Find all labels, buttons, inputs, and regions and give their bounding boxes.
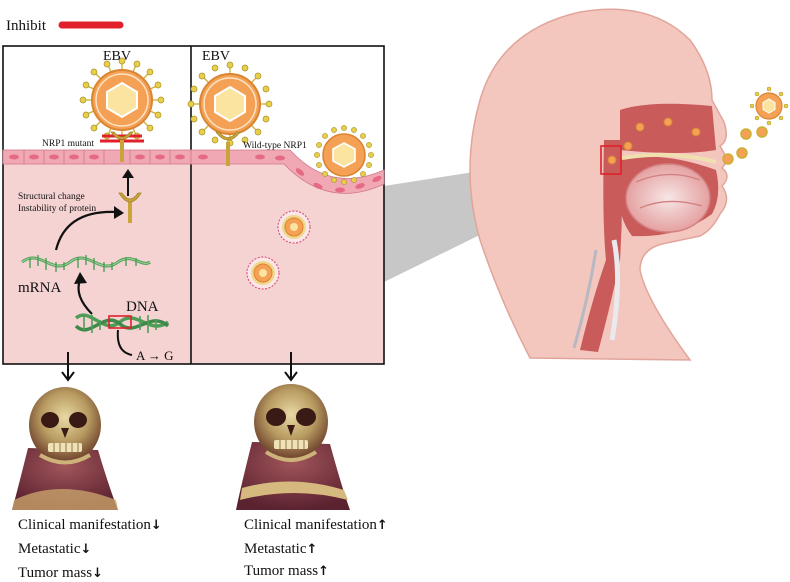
outcome-text: Metastatic bbox=[18, 541, 81, 557]
outcome-right-tumor: Tumor mass↑ bbox=[244, 563, 329, 580]
epithelium-left bbox=[2, 149, 192, 165]
mutation-site-box bbox=[108, 315, 132, 329]
arrow-up-icon: ↑ bbox=[376, 518, 388, 533]
dna-label: DNA bbox=[126, 299, 159, 315]
legend-inhibit-label: Inhibit bbox=[6, 18, 47, 34]
legend: Inhibit bbox=[6, 18, 124, 34]
ebv-virus-icon bbox=[314, 125, 374, 185]
instability-label: Instability of protein bbox=[18, 203, 96, 214]
arrow-down-icon: ↓ bbox=[92, 566, 103, 581]
ct-skull-icon bbox=[12, 387, 118, 510]
arrow-right-down bbox=[284, 352, 298, 382]
structural-change-label: Structural change bbox=[18, 192, 85, 202]
ebv-virus-icon bbox=[187, 61, 273, 147]
nasopharynx-box bbox=[600, 145, 622, 175]
receptor-mutant-label: NRP1 mutant bbox=[42, 139, 94, 149]
outcome-left-clinical: Clinical manifestation↓ bbox=[18, 517, 162, 534]
nrp1-receptor-icon bbox=[215, 131, 241, 166]
dna-helix-icon bbox=[74, 313, 170, 333]
mutant-receptor-cytoplasm-icon bbox=[118, 192, 142, 223]
arrow-left-down bbox=[61, 352, 75, 382]
outcome-text: Clinical manifestation bbox=[244, 517, 377, 533]
outcome-left-tumor: Tumor mass↓ bbox=[18, 565, 103, 582]
panels-extracellular bbox=[3, 46, 384, 152]
outcome-left-metastatic: Metastatic↓ bbox=[18, 541, 91, 558]
outcome-text: Tumor mass bbox=[244, 563, 319, 579]
outcome-right-metastatic: Metastatic↑ bbox=[244, 541, 317, 558]
outcome-right-clinical: Clinical manifestation↑ bbox=[244, 517, 388, 534]
mrna-strand-icon bbox=[21, 255, 151, 272]
endosome-virus-icon bbox=[246, 256, 280, 290]
epithelium-right bbox=[190, 149, 385, 194]
ct-skull-icon bbox=[236, 384, 350, 510]
ebv-virus-icon bbox=[79, 57, 165, 143]
endosome-virus-icon bbox=[277, 210, 311, 244]
mrna-label: mRNA bbox=[18, 280, 62, 296]
mutation-label: A → G bbox=[136, 348, 174, 363]
receptor-wildtype-label: Wild-type NRP1 bbox=[243, 141, 307, 151]
arrow-down-icon: ↓ bbox=[150, 518, 162, 533]
arrow-up-icon: ↑ bbox=[318, 564, 329, 579]
cell-panels bbox=[2, 45, 385, 365]
ebv-left-label: EBV bbox=[103, 49, 131, 64]
head-sagittal-icon bbox=[469, 8, 729, 361]
arrow-down-icon: ↓ bbox=[80, 542, 92, 557]
arrow-up-icon: ↑ bbox=[306, 542, 318, 557]
outcome-text: Clinical manifestation bbox=[18, 517, 151, 533]
nrp1-receptor-icon bbox=[110, 131, 134, 162]
ebv-particles bbox=[722, 126, 768, 165]
panels-border bbox=[2, 45, 385, 365]
outcome-text: Metastatic bbox=[244, 541, 307, 557]
ebv-virus-icon bbox=[749, 86, 789, 126]
outcome-text: Tumor mass bbox=[18, 565, 93, 581]
ebv-right-label: EBV bbox=[202, 49, 230, 64]
